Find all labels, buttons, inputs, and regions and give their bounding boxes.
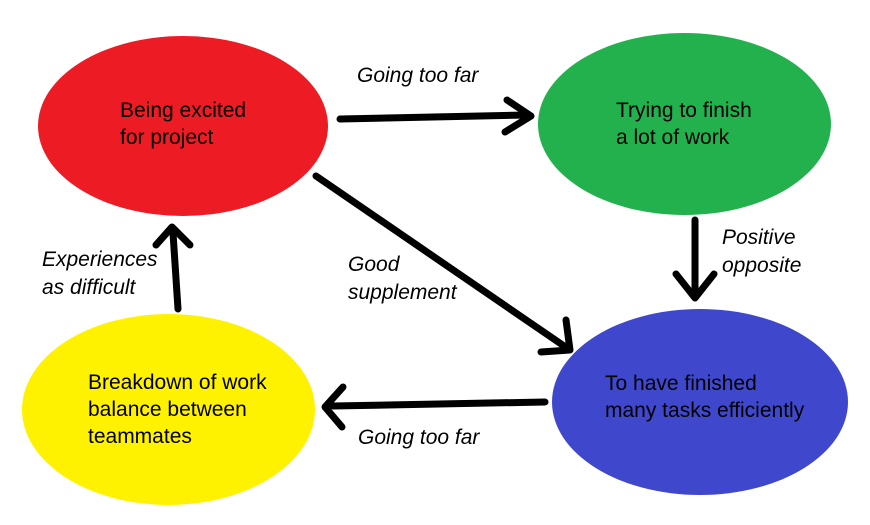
node-finished-tasks	[552, 309, 848, 495]
arrow-breakdown-to-excited	[152, 223, 194, 313]
arrow-excited-to-trying	[336, 96, 535, 136]
arrow-finished-to-breakdown	[321, 383, 549, 431]
edge-label-going-too-far-top: Going too far	[357, 64, 479, 87]
node-label-being-excited: Being excited for project	[120, 99, 247, 149]
node-trying-to-finish	[538, 33, 831, 215]
arrow-trying-to-finished	[672, 216, 718, 302]
node-work-breakdown	[22, 314, 315, 505]
edge-label-experiences-as-difficult: Experiences as difficult	[42, 248, 158, 299]
node-label-trying-to-finish: Trying to finish a lot of work	[616, 99, 752, 149]
node-being-excited	[38, 36, 328, 216]
node-label-work-breakdown: Breakdown of work balance between teamma…	[88, 371, 267, 448]
edge-label-good-supplement: Good supplement	[348, 253, 457, 304]
arrow-excited-to-finished	[312, 172, 574, 356]
edge-label-positive-opposite: Positive opposite	[722, 226, 802, 277]
node-label-finished-tasks: To have finished many tasks efficiently	[605, 372, 805, 422]
edge-label-going-too-far-bottom: Going too far	[358, 426, 480, 449]
